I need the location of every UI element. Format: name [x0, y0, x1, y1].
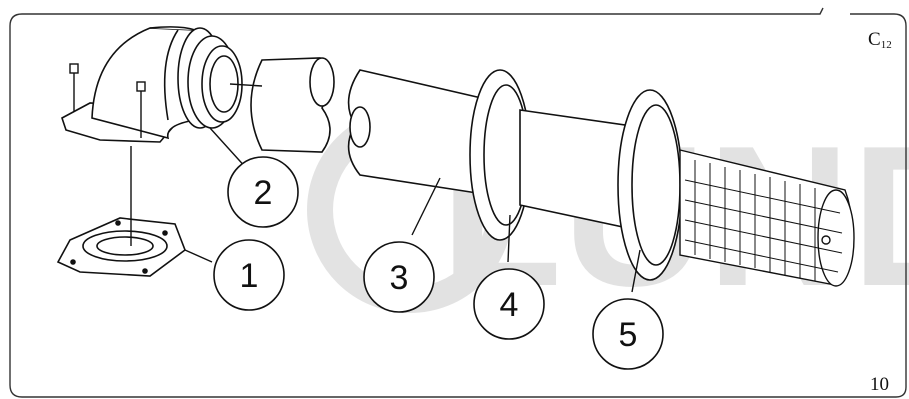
- svg-text:4: 4: [500, 286, 519, 324]
- svg-text:2: 2: [254, 174, 273, 212]
- leader-lines: [184, 127, 641, 293]
- screws: [69, 63, 146, 138]
- svg-text:1: 1: [240, 257, 259, 295]
- svg-text:3: 3: [390, 259, 409, 297]
- terminal-grille: [679, 149, 855, 287]
- section-code: C12: [868, 29, 892, 51]
- figure-number: 10: [870, 374, 889, 395]
- part-1-gasket: [56, 217, 186, 277]
- grille-slats: [684, 160, 843, 281]
- part-3-outer-pipe: [347, 69, 491, 196]
- inner-pipe: [250, 57, 335, 153]
- callout-1: 1: [213, 239, 285, 311]
- part-5-outer-rosette: [617, 89, 683, 281]
- callout-5: 5: [592, 298, 664, 370]
- callout-4: 4: [473, 268, 545, 340]
- frame-border: [9, 7, 907, 398]
- svg-text:5: 5: [619, 316, 638, 354]
- part-4-inner-rosette: [469, 69, 531, 241]
- part-2-elbow: [61, 26, 243, 143]
- callout-2: 2: [227, 156, 299, 228]
- callout-3: 3: [363, 241, 435, 313]
